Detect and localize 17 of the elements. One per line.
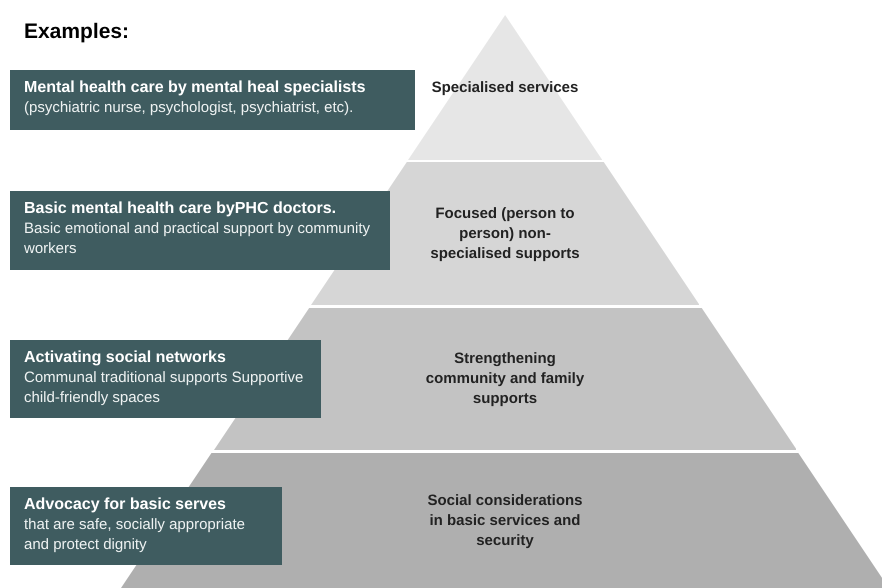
- card-heading: Activating social networks: [24, 348, 227, 368]
- card-heading: Advocacy for basic serves: [24, 495, 227, 515]
- card-heading: Mental health care by mental heal specialists: [24, 78, 366, 98]
- tier-label: Specialised services: [430, 78, 580, 98]
- card-text: that are safe, socially appropriate and protect dignity: [24, 515, 246, 555]
- tier-label: Social considerations in basic services and security: [426, 490, 584, 550]
- example-card: [10, 191, 390, 270]
- tier-label: Focused (person to person) non-specialised supports: [429, 204, 581, 264]
- card-text: Communal traditional supports Supportive child-friendly spaces: [24, 368, 304, 408]
- heading: Examples:: [24, 20, 130, 44]
- tier-label: Strengthening community and family supports: [424, 349, 585, 409]
- example-card: [10, 340, 321, 418]
- example-card: [10, 487, 282, 565]
- card-heading: Basic mental health care byPHC doctors.: [24, 199, 338, 219]
- card-text: (psychiatric nurse, psychologist, psychiatrist, etc).: [24, 98, 354, 118]
- example-card: [10, 70, 415, 130]
- card-text: Basic emotional and practical support by community workers: [24, 219, 371, 259]
